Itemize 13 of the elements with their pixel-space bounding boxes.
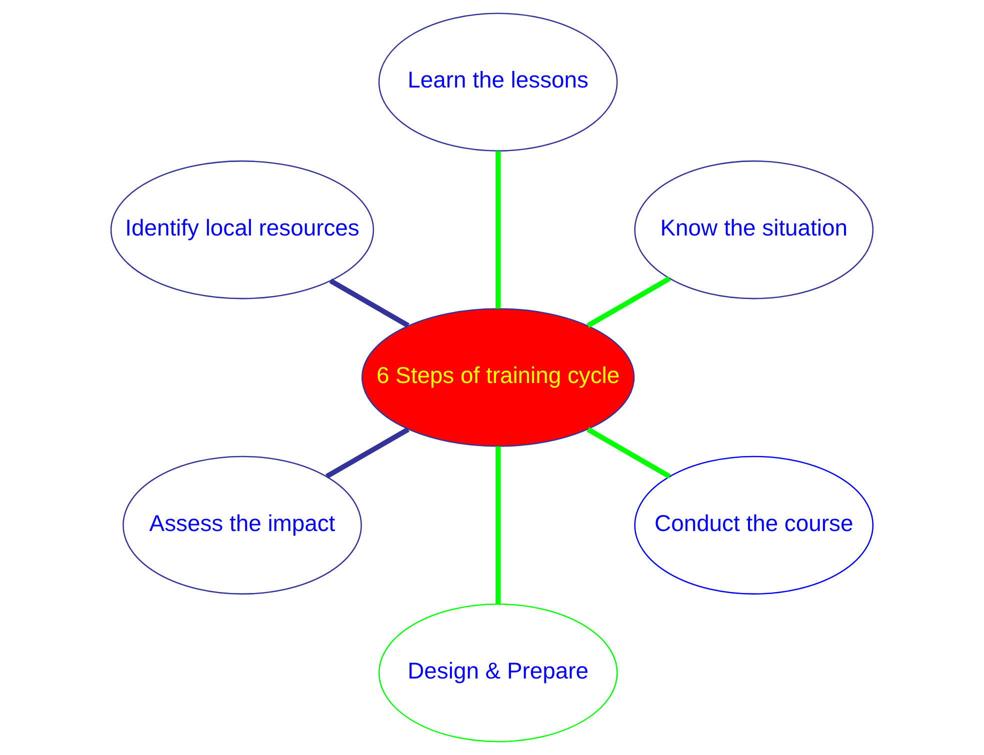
- connector: [329, 278, 410, 328]
- node-ellipse: Identify local resources: [110, 160, 374, 300]
- node-ellipse: Conduct the course: [634, 456, 874, 595]
- connector: [496, 151, 501, 309]
- node-ellipse: Design & Prepare: [378, 604, 618, 742]
- connector: [586, 427, 671, 479]
- node-ellipse: Assess the impact: [122, 456, 362, 595]
- node-ellipse: Learn the lessons: [378, 12, 618, 152]
- node-ellipse: 6 Steps of training cycle: [361, 308, 635, 447]
- connector: [325, 427, 410, 479]
- connector: [496, 446, 501, 604]
- connector: [586, 276, 671, 328]
- node-ellipse: Know the situation: [634, 160, 874, 300]
